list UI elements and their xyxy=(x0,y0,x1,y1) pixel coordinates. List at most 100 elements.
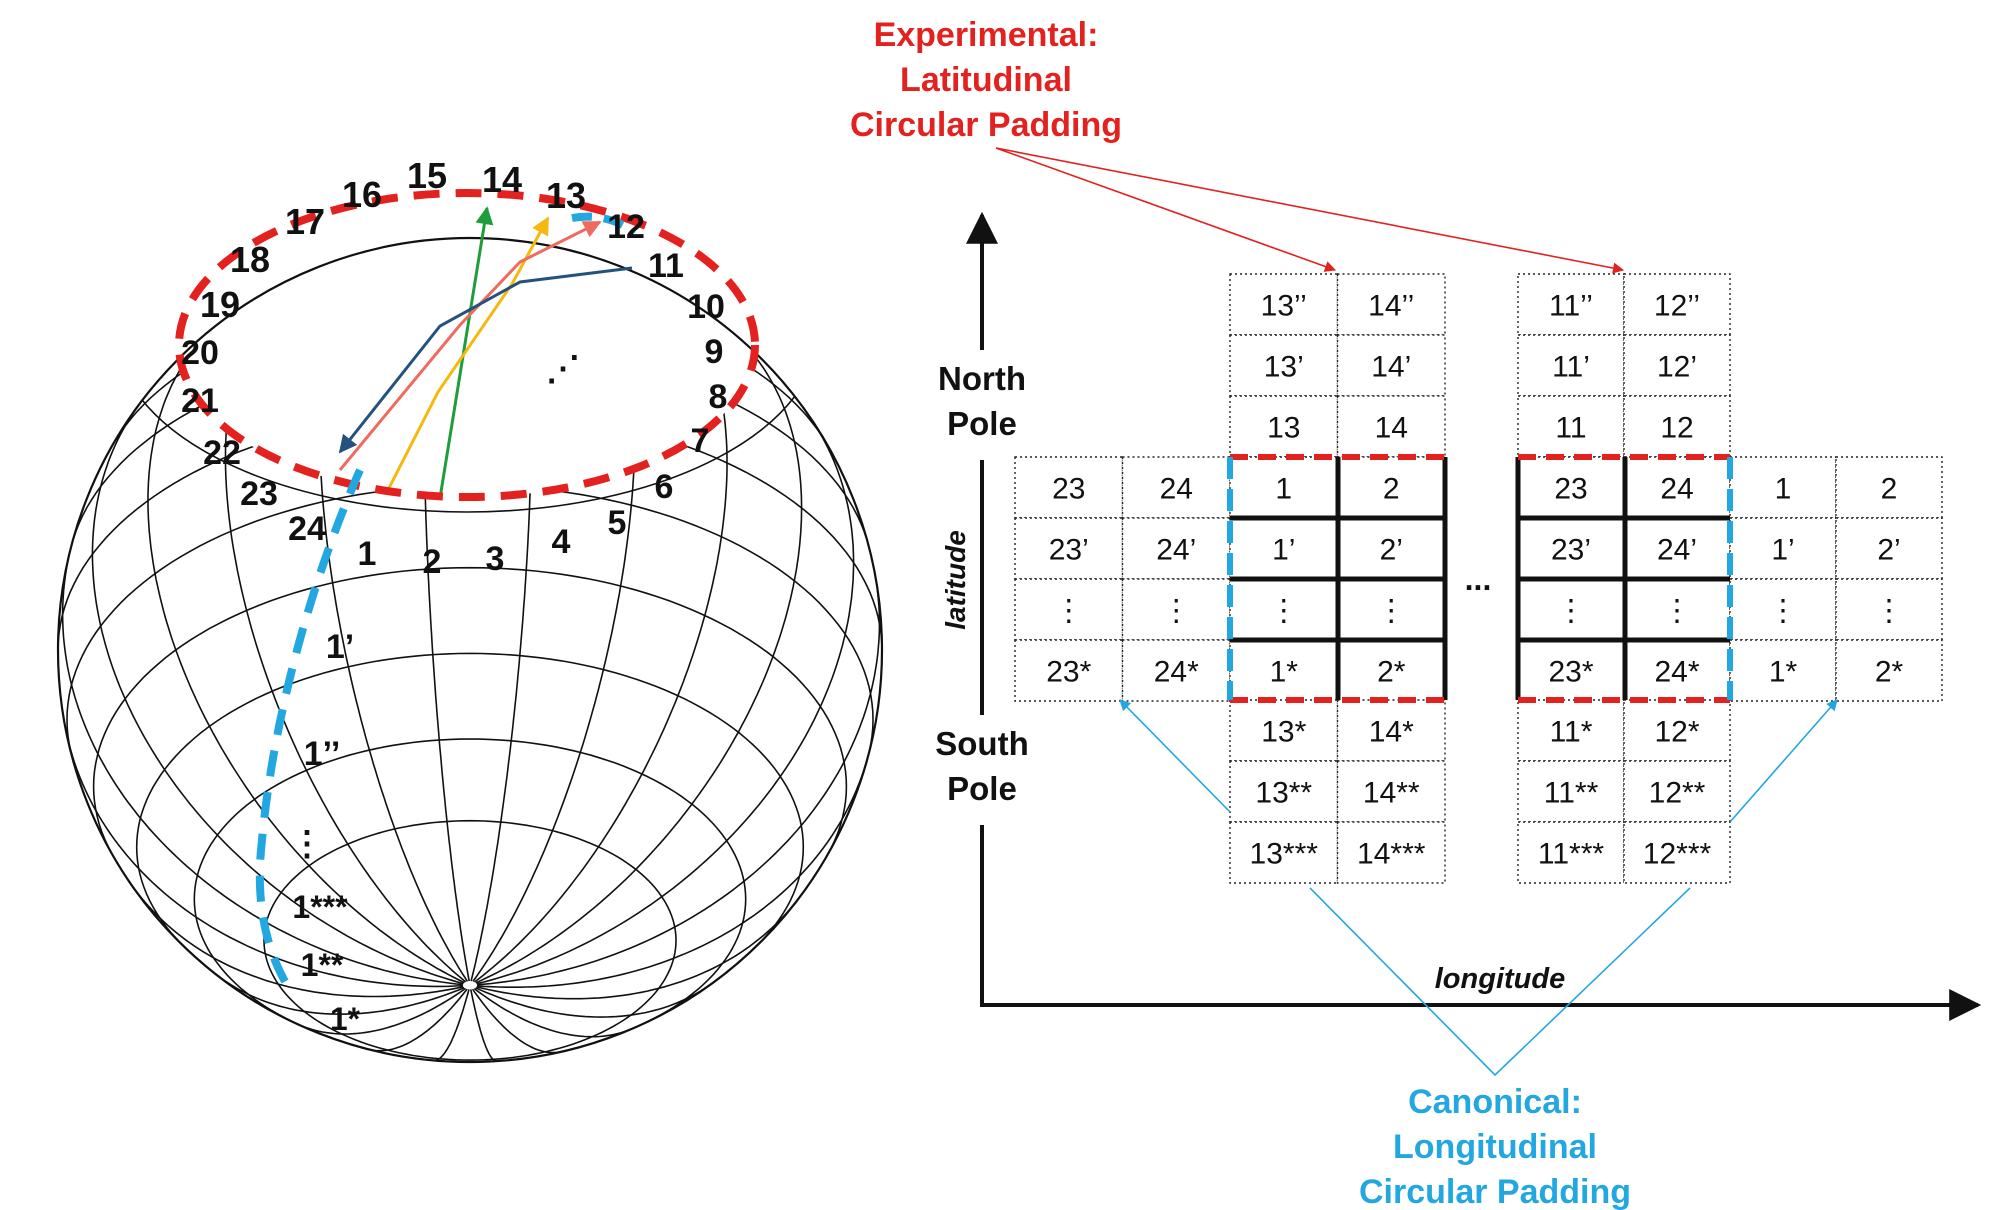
main-left-cell xyxy=(1121,517,1231,580)
main-right-cell xyxy=(1729,578,1837,641)
sphere-meridian xyxy=(433,989,470,1062)
cross-pole-arrows xyxy=(338,206,633,499)
top-left-padding-cell xyxy=(1336,273,1446,336)
sphere-meridian xyxy=(368,988,468,1052)
top-right-padding-cell-label: 11’ xyxy=(1552,351,1590,384)
top-right-padding-cell xyxy=(1623,334,1731,397)
main-right-cell-label: 2* xyxy=(1875,656,1904,689)
sphere-meridian xyxy=(127,879,464,998)
sphere-meridian xyxy=(475,982,714,1018)
south-pole-mask xyxy=(925,715,1040,825)
sphere-ring-number: 21 xyxy=(181,382,219,420)
north-pole-mask xyxy=(925,350,1040,460)
main-right-cell-label: ⋮ xyxy=(1768,595,1798,628)
top-left-padding-cell-label: 13’ xyxy=(1264,351,1304,384)
main-left-cell-label: ⋮ xyxy=(1054,595,1084,628)
main-left-cell-label: 2* xyxy=(1377,656,1406,689)
sphere-meridian xyxy=(477,571,881,986)
sphere-meridian xyxy=(63,722,463,988)
main-right-cell xyxy=(1623,456,1731,519)
sphere-parallel xyxy=(193,738,747,1030)
main-right-cell-label: ⋮ xyxy=(1874,595,1904,628)
top-right-padding-cell-label: 11’’ xyxy=(1549,290,1593,323)
bottom-left-padding-cell-label: 14*** xyxy=(1357,838,1426,871)
main-left-cell-label: 2’ xyxy=(1380,534,1403,567)
main-left-cell xyxy=(1229,517,1339,580)
sphere-ring-number: 6 xyxy=(655,468,674,506)
sphere-wireframe xyxy=(58,238,882,1062)
canonical-bracket xyxy=(1309,887,1691,1077)
sphere-meridian xyxy=(471,988,563,1054)
top-right-padding-cell-label: 12 xyxy=(1660,412,1693,445)
main-left-cell xyxy=(1229,639,1339,702)
bottom-left-padding-cell-label: 13* xyxy=(1261,716,1306,749)
main-right-cell-label: 1* xyxy=(1769,656,1798,689)
sphere-meridian xyxy=(476,419,855,985)
grid-gap-ellipsis: ... xyxy=(1465,561,1492,597)
top-right-padding-cell-label: 12’ xyxy=(1657,351,1697,384)
sphere-meridian xyxy=(211,970,465,1016)
main-left-cell-label: 1’ xyxy=(1272,534,1295,567)
experimental-arrow-left xyxy=(995,147,1337,272)
sphere-outline xyxy=(56,236,884,1064)
sphere-meridian xyxy=(476,895,801,1000)
main-right-cell-label: 24 xyxy=(1660,473,1693,506)
main-left-cell-label: 2 xyxy=(1383,473,1400,506)
sphere-ring-number: 7 xyxy=(691,422,710,460)
sphere-ring-number: 22 xyxy=(203,434,241,472)
main-left-cell-label: 24 xyxy=(1160,473,1193,506)
grid-inner-borders xyxy=(1230,457,1730,700)
top-left-padding-cell xyxy=(1229,273,1339,336)
sphere-ring-number: 12 xyxy=(607,208,645,246)
sphere-meridian xyxy=(91,398,464,985)
bottom-right-padding-cell-label: 12*** xyxy=(1643,838,1712,871)
bottom-left-padding-cell xyxy=(1229,760,1339,823)
bottom-right-padding-cell xyxy=(1623,821,1731,884)
sphere-parallel xyxy=(66,484,874,753)
arrow-24-to-12 xyxy=(338,220,602,471)
top-left-padding-cell xyxy=(1336,334,1446,397)
bottom-right-padding-cell-label: 12* xyxy=(1654,716,1699,749)
bottom-left-padding-cell xyxy=(1336,699,1446,762)
canonical-caption-line-3: Circular Padding xyxy=(1359,1173,1631,1210)
longitude-label: longitude xyxy=(1435,963,1565,995)
sphere-column-labels: 1’1’’⋮1***1**1* xyxy=(290,628,361,1037)
sphere-ring-number: 4 xyxy=(552,523,571,561)
sphere-ellipsis: ⋰ xyxy=(546,350,580,388)
main-left-cell xyxy=(1014,578,1124,641)
main-left-cell-label: 23 xyxy=(1052,473,1085,506)
bottom-right-padding-cell-label: 11* xyxy=(1550,716,1593,749)
top-left-padding-cell-label: 14’’ xyxy=(1368,290,1414,323)
top-left-padding-cell-label: 13’’ xyxy=(1261,290,1307,323)
main-right-cell xyxy=(1517,456,1625,519)
main-left-cell-label: 23* xyxy=(1046,656,1091,689)
main-right-cell-label: 1 xyxy=(1775,473,1792,506)
main-right-cell-label: 1’ xyxy=(1771,534,1794,567)
bottom-left-padding-cell xyxy=(1336,821,1446,884)
main-right-cell-label: 24* xyxy=(1654,656,1699,689)
main-right-cell-label: ⋮ xyxy=(1662,595,1692,628)
sphere-ring-number: 23 xyxy=(240,475,278,513)
top-left-padding-cell xyxy=(1229,334,1339,397)
north-pole-label-line-1: North xyxy=(938,360,1026,397)
sphere-ring-number: 18 xyxy=(230,239,270,280)
top-left-padding-cell xyxy=(1229,395,1339,458)
sphere-canonical-seam-top xyxy=(571,212,638,236)
main-left-cell xyxy=(1121,639,1231,702)
main-left-cell xyxy=(1229,456,1339,519)
bottom-left-padding-cell-label: 13** xyxy=(1255,777,1312,810)
sphere-parallel xyxy=(92,566,848,855)
sphere-ring-number: 20 xyxy=(181,334,219,372)
main-left-cell xyxy=(1014,456,1124,519)
bottom-right-padding-cell xyxy=(1623,760,1731,823)
sphere-ring-number: 10 xyxy=(687,288,725,326)
top-left-padding-cell-label: 13 xyxy=(1267,412,1300,445)
top-left-padding-cell-label: 14 xyxy=(1375,412,1408,445)
main-left-cell xyxy=(1229,578,1339,641)
sphere-canonical-seam xyxy=(255,468,364,993)
sphere-ring-number: 2 xyxy=(423,543,442,581)
main-right-cell xyxy=(1835,456,1943,519)
